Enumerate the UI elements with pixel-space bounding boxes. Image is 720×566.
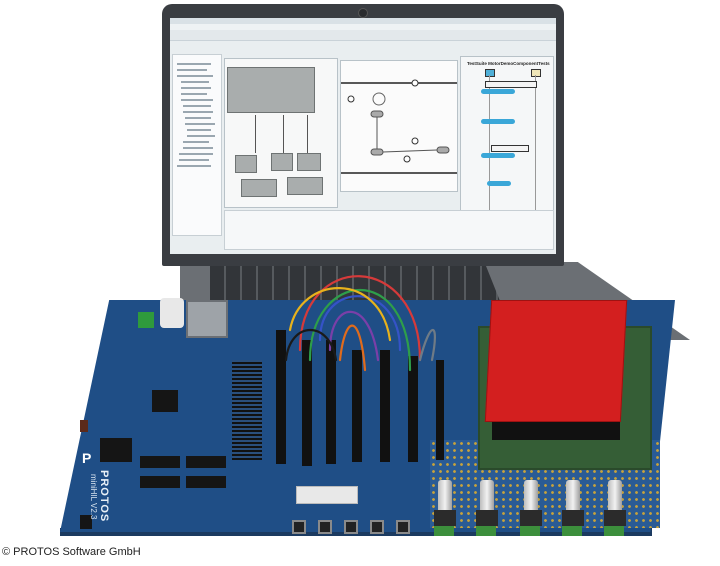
push-button-4[interactable] xyxy=(370,520,384,534)
sub-actor-box[interactable] xyxy=(271,153,293,171)
pin-header xyxy=(276,330,286,464)
console-panel[interactable] xyxy=(224,210,554,250)
white-connector xyxy=(296,486,358,504)
header-socket xyxy=(100,438,132,462)
state-machine-diagram xyxy=(341,79,457,174)
pin-header xyxy=(436,360,444,460)
ide-title-bar xyxy=(170,18,556,24)
reset-button[interactable] xyxy=(80,420,88,432)
pin-header xyxy=(380,350,390,462)
component-diagram-editor[interactable] xyxy=(224,58,338,208)
ide-toolbar xyxy=(170,30,556,41)
ethernet-jack xyxy=(186,300,228,338)
driver-chip xyxy=(186,476,226,488)
potentiometer-2[interactable] xyxy=(476,480,498,536)
state-machine-editor[interactable] xyxy=(340,60,458,192)
ide-menu-bar xyxy=(170,24,556,30)
sequence-title: TestSuite MotorDemoComponentTests xyxy=(467,61,550,66)
potentiometer-4[interactable] xyxy=(562,480,584,536)
pin-header xyxy=(326,340,336,464)
sub-actor-box[interactable] xyxy=(235,155,257,173)
protos-logo: P xyxy=(82,450,92,466)
pin-header xyxy=(352,350,362,462)
pin-header xyxy=(302,340,312,466)
sequence-diagram-editor[interactable]: TestSuite MotorDemoComponentTests xyxy=(460,56,554,228)
red-shield xyxy=(484,300,628,422)
sub-actor-box[interactable] xyxy=(287,177,323,195)
potentiometer-1[interactable] xyxy=(434,480,456,536)
potentiometer-5[interactable] xyxy=(604,480,626,536)
push-button-2[interactable] xyxy=(318,520,332,534)
webcam xyxy=(358,8,368,18)
power-terminal xyxy=(138,312,154,328)
sub-actor-box[interactable] xyxy=(241,179,277,197)
pin-header xyxy=(408,356,418,462)
actor-box[interactable] xyxy=(227,67,315,113)
push-button-5[interactable] xyxy=(396,520,410,534)
project-explorer xyxy=(172,54,222,236)
driver-chip xyxy=(140,456,180,468)
laptop-screen: TestSuite MotorDemoComponentTests xyxy=(170,18,556,254)
driver-chip xyxy=(186,456,226,468)
pin-array xyxy=(232,360,262,460)
sub-actor-box[interactable] xyxy=(297,153,321,171)
push-button-1[interactable] xyxy=(292,520,306,534)
shield-headers xyxy=(492,418,620,440)
driver-chip xyxy=(140,476,180,488)
potentiometer-3[interactable] xyxy=(520,480,542,536)
usb-connector xyxy=(160,298,184,328)
jumper-header xyxy=(80,515,92,529)
push-button-3[interactable] xyxy=(344,520,358,534)
mcu-chip xyxy=(152,390,178,412)
copyright-caption: © PROTOS Software GmbH xyxy=(2,546,141,558)
